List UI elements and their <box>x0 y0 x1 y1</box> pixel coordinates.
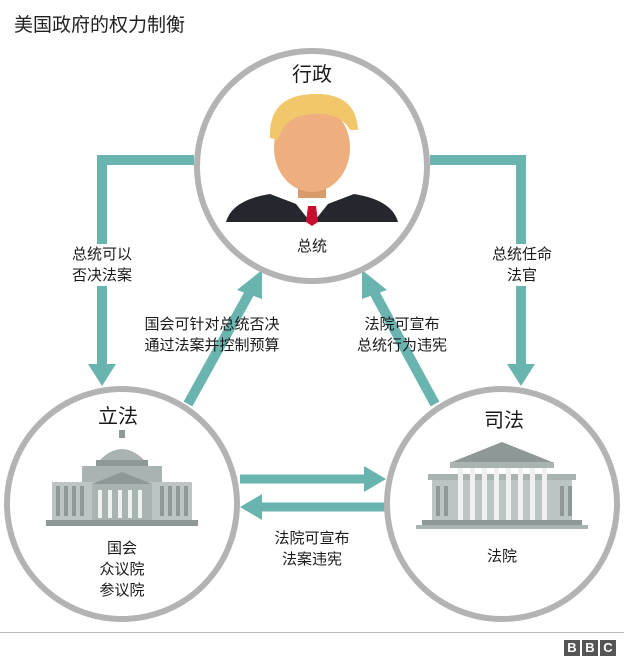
label-appoint: 总统任命 法官 <box>470 244 574 286</box>
arrow-appoint-head <box>507 364 535 386</box>
arrow-veto <box>97 155 194 366</box>
label-congress-override: 国会可针对总统否决 通过法案并控制预算 <box>144 315 280 354</box>
arrow-court-on-president-head <box>362 270 387 299</box>
page-title: 美国政府的权力制衡 <box>14 14 186 36</box>
legislative-member-congress: 国会 <box>106 539 137 557</box>
arrow-veto-head <box>88 364 116 386</box>
executive-title: 行政 <box>292 62 332 86</box>
arrow-legislative-to-judicial <box>240 466 386 492</box>
footer-divider <box>0 632 624 633</box>
arrow-appoint <box>430 155 526 366</box>
legislative-title: 立法 <box>98 404 138 428</box>
executive-member: 总统 <box>296 237 327 255</box>
judicial-member: 法院 <box>486 547 517 565</box>
arrow-court-on-law <box>240 494 388 520</box>
bbc-logo: B B C <box>564 640 616 656</box>
bbc-logo-letter: C <box>600 640 616 656</box>
arrow-congress-override <box>183 289 255 407</box>
checks-and-balances-diagram <box>4 48 620 622</box>
label-court-on-law: 法院可宣布 法案违宪 <box>274 529 350 568</box>
legislative-member-senate: 参议院 <box>99 581 145 599</box>
arrow-court-on-president <box>369 289 440 407</box>
bbc-logo-letter: B <box>564 640 580 656</box>
label-veto: 总统可以 否决法案 <box>50 244 154 286</box>
bbc-logo-letter: B <box>582 640 598 656</box>
label-court-on-president: 法院可宣布 总统行为违宪 <box>356 315 447 354</box>
judicial-title: 司法 <box>484 408 524 432</box>
arrow-congress-override-head <box>237 270 262 299</box>
president-icon <box>226 93 398 226</box>
legislative-member-house: 众议院 <box>99 560 145 578</box>
